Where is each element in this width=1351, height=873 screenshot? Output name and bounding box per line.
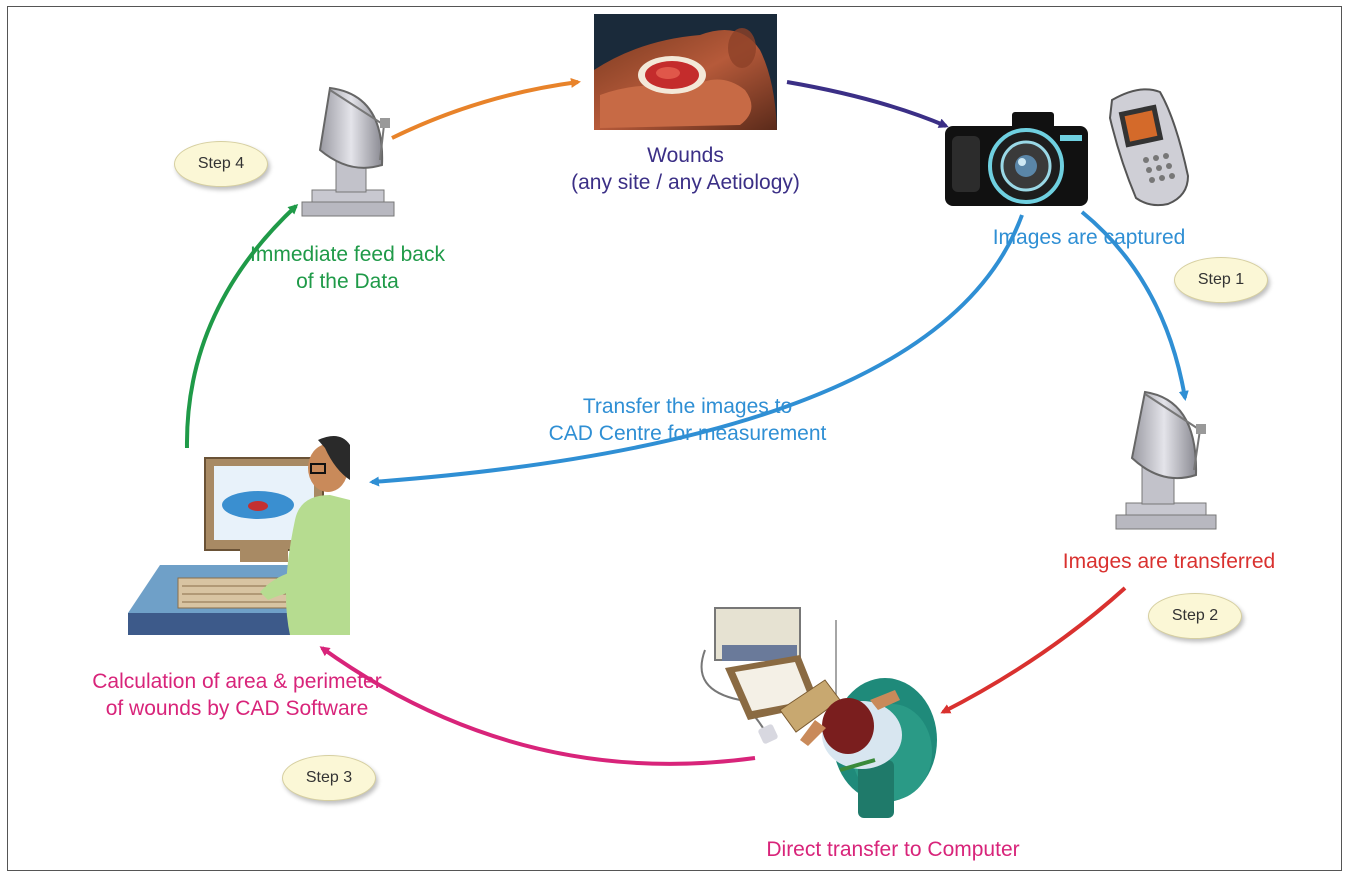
camera-icon — [945, 112, 1088, 206]
calculation-line1: Calculation of area & perimeter — [92, 670, 382, 693]
arrow-computer-to-calc — [319, 646, 756, 766]
arrow-wounds-to-camera — [786, 80, 949, 128]
calculation-label: Calculation of area & perimeter of wound… — [42, 668, 432, 722]
cad-transfer-label: Transfer the images to CAD Centre for me… — [490, 393, 885, 447]
images-transferred-label: Images are transferred — [1062, 550, 1276, 573]
cad-transfer-line1: Transfer the images to — [582, 395, 793, 418]
person-at-computer-top-view-icon — [700, 607, 937, 818]
arrow-dish-to-computer — [940, 586, 1127, 714]
mobile-phone-icon — [1108, 88, 1190, 207]
calculation-line2: of wounds by CAD Software — [105, 697, 369, 720]
satellite-dish-transfer-icon — [1115, 390, 1217, 530]
person-at-computer-icon — [128, 436, 350, 635]
direct-transfer-label: Direct transfer to Computer — [766, 838, 1020, 861]
step-1-badge: Step 1 — [1174, 257, 1268, 303]
feedback-line1: Immediate feed back — [250, 243, 445, 266]
feedback-label: Immediate feed back of the Data — [205, 241, 490, 295]
step-2-badge: Step 2 — [1148, 593, 1242, 639]
satellite-dish-feedback-icon — [301, 86, 395, 217]
arrow-feedback-to-wounds — [391, 77, 581, 140]
wound-photo — [594, 14, 777, 130]
step-3-badge: Step 3 — [282, 755, 376, 801]
step-4-badge: Step 4 — [174, 141, 268, 187]
feedback-line2: of the Data — [296, 270, 399, 293]
wounds-label: Wounds (any site / any Aetiology) — [545, 142, 826, 196]
wounds-subtitle: (any site / any Aetiology) — [571, 171, 800, 194]
arrow-capture-to-cad — [369, 214, 1024, 487]
cad-transfer-line2: CAD Centre for measurement — [548, 422, 827, 445]
images-captured-label: Images are captured — [992, 226, 1186, 249]
arrow-calc-to-feedback — [184, 203, 299, 449]
arrow-capture-to-dish — [1080, 210, 1189, 401]
wounds-title: Wounds — [647, 144, 724, 167]
